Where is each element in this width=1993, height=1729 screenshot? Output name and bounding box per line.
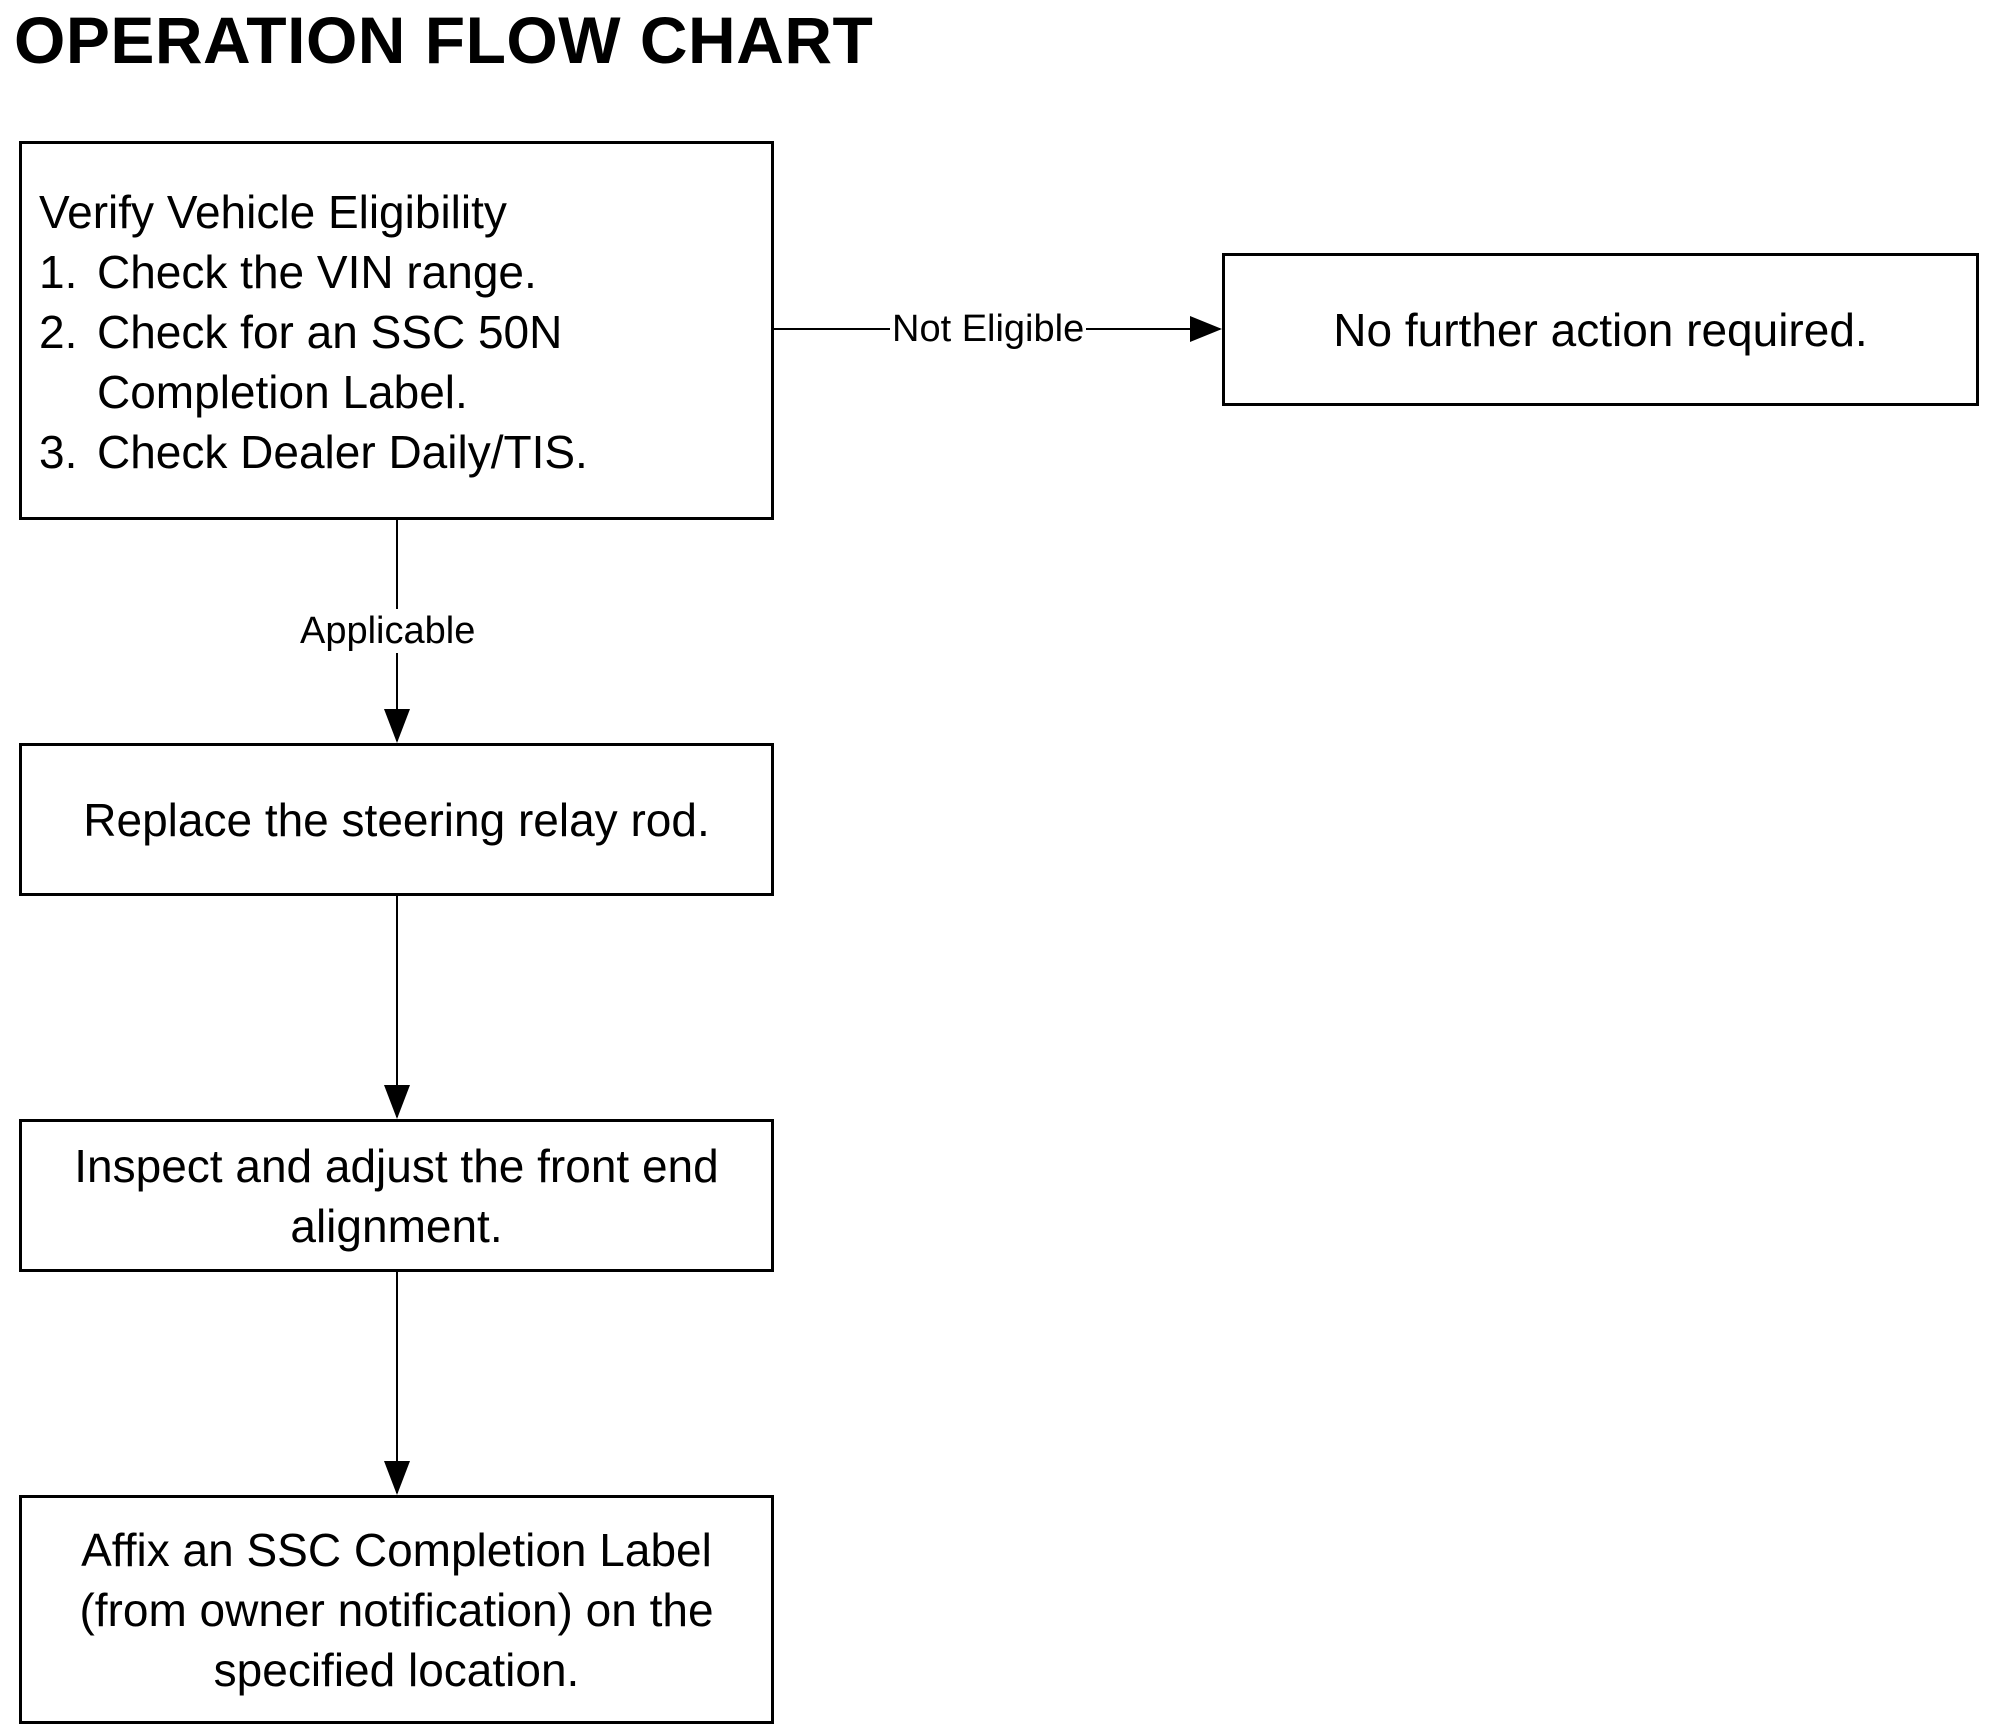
edge-label-applicable: Applicable [298,609,478,653]
step-number: 1. [39,246,78,298]
affix-label-box: Affix an SSC Completion Label (from owne… [19,1495,774,1724]
edge-label-not-eligible: Not Eligible [890,307,1087,351]
box-text: Inspect and adjust the front end [74,1139,719,1192]
box-text: No further action required. [1333,303,1868,356]
step-text: Check for an SSC 50N [97,306,563,358]
inspect-alignment-box: Inspect and adjust the front end alignme… [19,1119,774,1272]
no-further-action-box: No further action required. [1222,253,1979,406]
box-text: alignment. [290,1199,503,1252]
verify-step: 2. Check for an SSC 50N [39,302,771,362]
replace-relay-rod-box: Replace the steering relay rod. [19,743,774,896]
step-indent [39,362,97,422]
box-text: Replace the steering relay rod. [83,793,710,846]
arrowhead-applicable [384,709,410,743]
page-title: OPERATION FLOW CHART [14,3,874,77]
box-text: (from owner notification) on the [79,1583,714,1636]
box-text: Affix an SSC Completion Label [81,1523,712,1576]
step-text: Check the VIN range. [97,246,537,298]
box-text: specified location. [213,1643,580,1696]
arrowhead-not-eligible [1190,316,1222,342]
verify-eligibility-box: Verify Vehicle Eligibility 1. Check the … [19,141,774,520]
step-text-continued: Completion Label. [97,366,468,418]
step-number: 2. [39,306,78,358]
verify-step: 3. Check Dealer Daily/TIS. [39,422,771,482]
step-text: Check Dealer Daily/TIS. [97,426,588,478]
arrowhead-replace-inspect [384,1085,410,1119]
verify-step-continuation: Completion Label. [39,362,771,422]
verify-step: 1. Check the VIN range. [39,242,771,302]
verify-heading: Verify Vehicle Eligibility [39,186,507,238]
step-number: 3. [39,426,78,478]
arrowhead-inspect-affix [384,1461,410,1495]
